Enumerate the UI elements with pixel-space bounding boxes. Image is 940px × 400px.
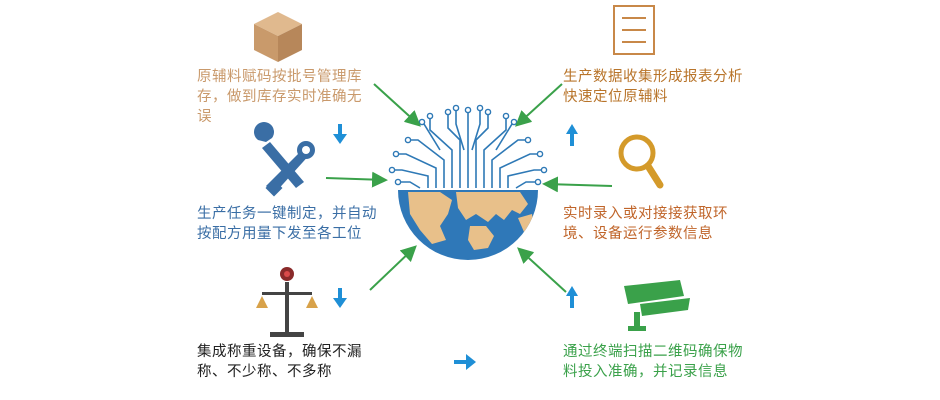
box-icon (254, 12, 302, 62)
text-environment: 实时录入或对接接获取环境、设备运行参数信息 (563, 206, 728, 242)
down-arrow-icon (333, 124, 347, 144)
magnifier-icon (618, 134, 664, 189)
text-task: 生产任务一键制定，并自动按配方用量下发至各工位 (197, 206, 377, 242)
document-icon (613, 5, 655, 55)
down-arrow-icon (333, 288, 347, 308)
circuit-tree-icon (394, 110, 542, 189)
text-weighing: 集成称重设备，确保不漏称、不少称、不多称 (197, 344, 362, 380)
right-arrow-icon (454, 354, 476, 370)
scale-icon (256, 267, 318, 337)
text-inventory: 原辅料赋码按批号管理库存，做到库存实时准确无误 (197, 69, 362, 125)
circuit-nodes (388, 104, 548, 186)
blue-arrows (333, 124, 578, 370)
text-report: 生产数据收集形成报表分析快速定位原辅料 (563, 69, 743, 105)
up-arrow-icon (566, 286, 578, 308)
globe-icon (398, 190, 538, 260)
camera-icon (624, 280, 690, 331)
green-arrows (325, 83, 613, 293)
up-arrow-icon (566, 124, 578, 146)
tools-icon (254, 122, 315, 197)
text-scan: 通过终端扫描二维码确保物料投入准确，并记录信息 (563, 344, 743, 380)
